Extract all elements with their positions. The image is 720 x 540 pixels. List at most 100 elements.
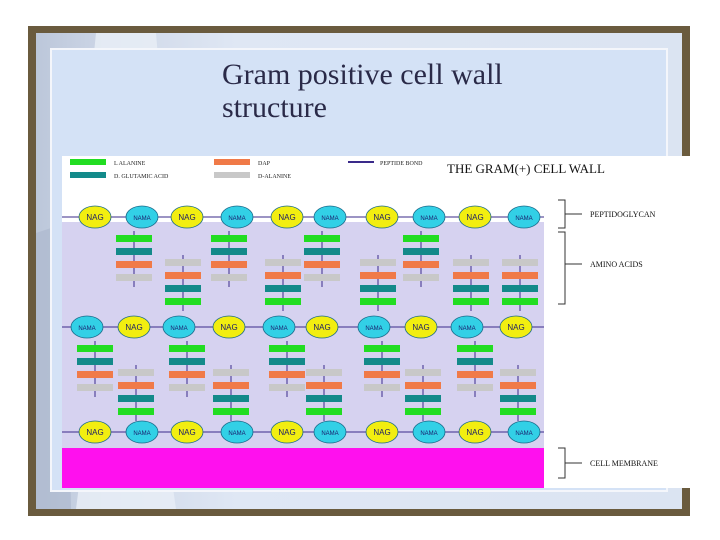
nag-sugar: NAG <box>78 420 112 444</box>
nama-sugar: NAMA <box>220 205 254 229</box>
amino-acid-block <box>457 345 493 352</box>
sugar-label: NAG <box>373 428 390 437</box>
amino-acid-block <box>118 408 154 415</box>
sugar-oval <box>450 315 484 339</box>
sugar-oval <box>499 315 533 339</box>
amino-acid-block <box>364 371 400 378</box>
sugar-label: NAG <box>278 213 295 222</box>
sugar-label: NAMA <box>133 216 150 222</box>
amino-acid-block <box>306 408 342 415</box>
sugar-oval <box>507 420 541 444</box>
nag-sugar: NAG <box>170 205 204 229</box>
amino-acid-block <box>116 235 152 242</box>
sugar-label: NAMA <box>170 326 187 332</box>
amino-acid-block <box>118 369 154 376</box>
bracket-amino-acids <box>558 231 582 305</box>
nag-sugar: NAG <box>170 420 204 444</box>
sugar-oval <box>78 420 112 444</box>
amino-acid-block <box>304 274 340 281</box>
amino-acid-block <box>265 272 301 279</box>
nag-sugar: NAG <box>404 315 438 339</box>
amino-acid-block <box>405 408 441 415</box>
amino-acid-block <box>265 298 301 305</box>
sugar-oval <box>117 315 151 339</box>
nama-sugar: NAMA <box>70 315 104 339</box>
amino-acid-block <box>457 371 493 378</box>
sugar-label: NAMA <box>365 326 382 332</box>
amino-acid-block <box>265 259 301 266</box>
sugar-label: NAG <box>466 428 483 437</box>
sugar-oval <box>458 205 492 229</box>
amino-acid-block <box>453 285 489 292</box>
amino-acid-block <box>502 259 538 266</box>
sugar-label: NAG <box>220 323 237 332</box>
nama-sugar: NAMA <box>507 205 541 229</box>
amino-acid-block <box>500 369 536 376</box>
label-amino-acids: AMINO ACIDS <box>590 260 643 269</box>
amino-acid-block <box>211 248 247 255</box>
nama-sugar: NAMA <box>450 315 484 339</box>
sugar-oval <box>220 205 254 229</box>
sugar-label: NAG <box>373 213 390 222</box>
nama-sugar: NAMA <box>412 205 446 229</box>
sugar-oval <box>365 205 399 229</box>
nag-sugar: NAG <box>365 205 399 229</box>
amino-acid-block <box>165 285 201 292</box>
amino-acid-block <box>360 259 396 266</box>
amino-acid-block <box>360 285 396 292</box>
sugar-label: NAMA <box>458 326 475 332</box>
amino-acid-block <box>502 272 538 279</box>
legend-label-dap: DAP <box>258 161 271 167</box>
sugar-oval <box>125 205 159 229</box>
sugar-label: NAMA <box>420 216 437 222</box>
amino-acid-block <box>77 384 113 391</box>
sugar-oval <box>270 205 304 229</box>
sugar-oval <box>458 420 492 444</box>
legend-swatch-dap <box>214 159 250 165</box>
sugar-oval <box>125 420 159 444</box>
amino-acid-block <box>213 369 249 376</box>
sugar-oval <box>78 205 112 229</box>
sugar-label: NAMA <box>321 216 338 222</box>
amino-acid-block <box>457 384 493 391</box>
sugar-oval <box>305 315 339 339</box>
diagram-heading: THE GRAM(+) CELL WALL <box>447 161 605 176</box>
nag-sugar: NAG <box>270 420 304 444</box>
nama-sugar: NAMA <box>313 205 347 229</box>
sugar-label: NAG <box>125 323 142 332</box>
sugar-oval <box>404 315 438 339</box>
legend-swatch-d-glutamic-acid <box>70 172 106 178</box>
slide-title-line2: structure <box>222 91 327 124</box>
sugar-oval <box>313 205 347 229</box>
amino-acid-block <box>405 395 441 402</box>
amino-acid-block <box>304 261 340 268</box>
bracket-cell-membrane <box>558 447 582 479</box>
legend-swatch-d-alanine <box>214 172 250 178</box>
label-cell-membrane: CELL MEMBRANE <box>590 459 658 468</box>
amino-acid-block <box>457 358 493 365</box>
amino-acid-block <box>453 272 489 279</box>
sugar-oval <box>170 205 204 229</box>
bracket-peptidoglycan <box>558 199 582 229</box>
amino-acid-block <box>211 235 247 242</box>
nag-sugar: NAG <box>365 420 399 444</box>
amino-acid-block <box>165 259 201 266</box>
sugar-oval <box>507 205 541 229</box>
nama-sugar: NAMA <box>412 420 446 444</box>
amino-acid-block <box>116 261 152 268</box>
legend-label-d-alanine: D-ALANINE <box>258 174 291 180</box>
nama-sugar: NAMA <box>262 315 296 339</box>
sugar-label: NAG <box>313 323 330 332</box>
sugar-oval <box>313 420 347 444</box>
sugar-label: NAMA <box>515 216 532 222</box>
legend-label-peptide-bond: PEPTIDE BOND <box>380 161 423 167</box>
peptide-chains <box>77 231 538 421</box>
gram-positive-cell-wall-diagram: L ALANINE D. GLUTAMIC ACID DAP D-ALANINE… <box>62 156 690 488</box>
slide-title-line1: Gram positive cell wall <box>222 58 503 91</box>
nag-sugar: NAG <box>305 315 339 339</box>
amino-acid-block <box>118 382 154 389</box>
amino-acid-block <box>405 369 441 376</box>
nag-sugar: NAG <box>458 420 492 444</box>
amino-acid-block <box>169 384 205 391</box>
sugar-oval <box>412 205 446 229</box>
